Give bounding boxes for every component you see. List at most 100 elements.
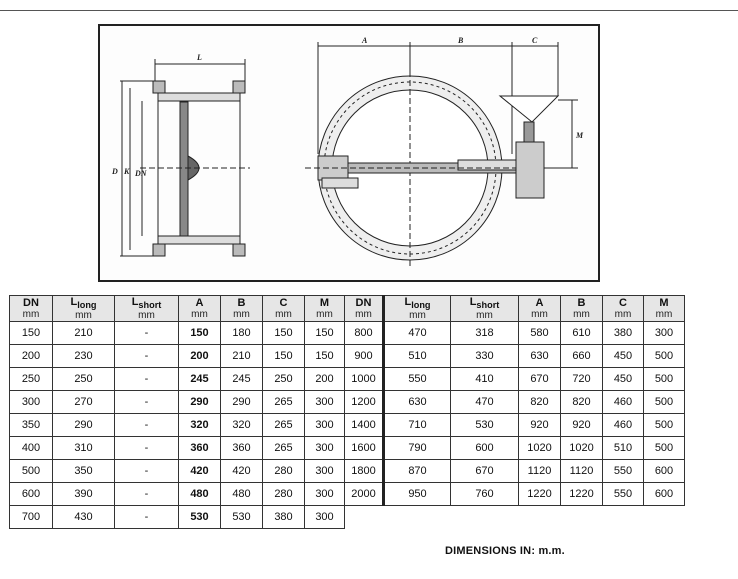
table-cell: 530 <box>450 413 519 438</box>
table-cell: 760 <box>450 482 519 507</box>
table-cell: 460 <box>602 390 644 415</box>
table-cell: - <box>114 321 179 346</box>
label-A: A <box>361 36 368 45</box>
table-cell: 300 <box>9 390 53 415</box>
table-cell: 1800 <box>344 459 385 484</box>
table-cell: - <box>114 390 179 415</box>
table-cell: 270 <box>52 390 115 415</box>
header-unit: mm <box>614 309 632 321</box>
table-cell: 530 <box>178 505 221 530</box>
header-unit: mm <box>409 310 426 322</box>
label-DN: DN <box>134 169 148 178</box>
table-cell: 330 <box>450 344 519 369</box>
table-cell: 150 <box>304 321 345 346</box>
table-cell: 350 <box>52 459 115 484</box>
label-K: K <box>123 167 130 176</box>
table-cell: 870 <box>383 459 451 484</box>
table-cell: 250 <box>52 367 115 392</box>
table-cell: 290 <box>220 390 263 415</box>
table-cell: 500 <box>643 413 685 438</box>
table-cell: 265 <box>262 436 305 461</box>
table-cell: - <box>114 413 179 438</box>
header-subscript: short <box>138 300 162 311</box>
table-cell: 150 <box>178 321 221 346</box>
table-cell: 280 <box>262 459 305 484</box>
label-B: B <box>457 36 464 45</box>
table-cell: 1020 <box>518 436 561 461</box>
header-unit: mm <box>476 310 493 322</box>
header-label: DN <box>355 297 372 310</box>
header-label: B <box>237 297 246 310</box>
table-cell: 500 <box>9 459 53 484</box>
table-cell: 400 <box>9 436 53 461</box>
table-cell: 265 <box>262 413 305 438</box>
table-cell: - <box>114 482 179 507</box>
table-cell: 200 <box>9 344 53 369</box>
table-cell: 470 <box>383 321 451 346</box>
header-label: C <box>619 297 627 310</box>
header-unit: mm <box>275 309 292 321</box>
table-cell: 410 <box>450 367 519 392</box>
table-cell: 320 <box>178 413 221 438</box>
table-cell: 1220 <box>560 482 603 507</box>
header-unit: mm <box>138 310 155 322</box>
table-cell: 300 <box>304 413 345 438</box>
table-cell: 1220 <box>518 482 561 507</box>
table-cell: 1200 <box>344 390 385 415</box>
header-unit: mm <box>531 309 548 321</box>
header-label: C <box>279 297 288 310</box>
dimensions-note: DIMENSIONS IN: m.m. <box>445 545 565 557</box>
label-L: L <box>196 53 202 62</box>
valve-drawing-svg: L D K DN <box>111 36 584 268</box>
header-unit: mm <box>573 309 590 321</box>
header-subscript: long <box>77 300 97 311</box>
table-cell: 300 <box>304 459 345 484</box>
table-cell: 300 <box>304 436 345 461</box>
table-cell: 510 <box>602 436 644 461</box>
header-label: L <box>469 296 477 308</box>
table-cell: 670 <box>450 459 519 484</box>
table-cell: 265 <box>262 390 305 415</box>
front-view <box>305 42 578 268</box>
table-cell: 480 <box>220 482 263 507</box>
table-cell: 420 <box>220 459 263 484</box>
table-cell: 380 <box>602 321 644 346</box>
table-cell: 360 <box>220 436 263 461</box>
header-label: L <box>404 296 412 308</box>
header-unit: mm <box>355 309 372 321</box>
header-label: A <box>535 297 544 310</box>
table-cell: 1400 <box>344 413 385 438</box>
table-cell: 360 <box>178 436 221 461</box>
header-label: A <box>195 297 204 310</box>
table-cell: 318 <box>450 321 519 346</box>
table-cell: 450 <box>602 344 644 369</box>
label-D: D <box>111 167 118 176</box>
table-cell: 150 <box>262 344 305 369</box>
header-unit: mm <box>316 309 333 321</box>
header-subscript: short <box>476 300 500 311</box>
table-cell: 290 <box>52 413 115 438</box>
table-cell: 500 <box>643 436 685 461</box>
table-cell: 510 <box>383 344 451 369</box>
table-cell: 250 <box>262 367 305 392</box>
label-C: C <box>532 36 538 45</box>
table-cell: 250 <box>9 367 53 392</box>
table-cell: 600 <box>9 482 53 507</box>
table-cell: - <box>114 459 179 484</box>
